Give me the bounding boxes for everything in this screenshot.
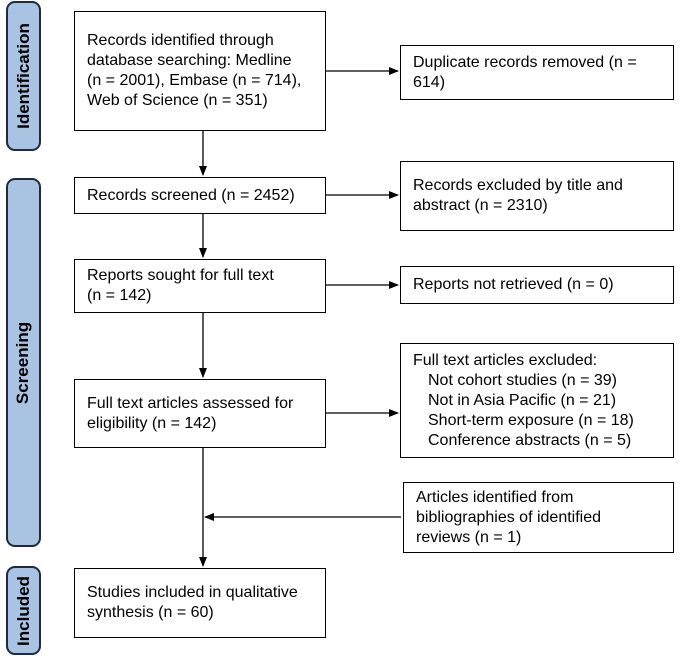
box-line: Full text articles assessed for	[87, 394, 294, 412]
phase-identification: Identification	[6, 1, 41, 151]
box-line: bibliographies of identified	[416, 508, 602, 526]
prisma-flow-diagram: Identification Screening Included	[6, 0, 685, 667]
excluded-reason: Short-term exposure (n = 18)	[428, 411, 634, 429]
box-duplicates-removed: Duplicate records removed (n = 614)	[400, 45, 674, 100]
box-line: (n = 142)	[87, 287, 152, 304]
box-reports-not-retrieved: Reports not retrieved (n = 0)	[400, 266, 674, 304]
box-bibliographies: Articles identified from bibliographies …	[403, 482, 674, 553]
box-line: database searching: Medline	[87, 52, 292, 69]
box-full-text-assessed: Full text articles assessed for eligibil…	[74, 379, 326, 448]
box-line: reviews (n = 1)	[416, 528, 522, 546]
excluded-reason: Not in Asia Pacific (n = 21)	[428, 391, 617, 409]
box-line: Records identified through	[87, 32, 274, 49]
excluded-title: Full text articles excluded:	[413, 351, 598, 369]
box-line: Duplicate records removed (n =	[413, 53, 637, 71]
box-line: 614)	[413, 73, 446, 91]
box-line: Studies included in qualitative	[87, 584, 298, 601]
box-records-excluded: Records excluded by title and abstract (…	[400, 161, 674, 231]
box-line: Records excluded by title and	[413, 177, 623, 194]
box-line: eligibility (n = 142)	[87, 414, 217, 432]
box-records-screened: Records screened (n = 2452)	[74, 177, 326, 214]
phase-screening: Screening	[6, 178, 41, 547]
excluded-reason: Conference abstracts (n = 5)	[428, 431, 632, 449]
box-line: Reports not retrieved (n = 0)	[413, 276, 614, 293]
box-line: synthesis (n = 60)	[87, 604, 214, 621]
box-line: Records screened (n = 2452)	[87, 186, 295, 204]
box-records-identified: Records identified through database sear…	[74, 11, 326, 131]
box-line: Reports sought for full text	[87, 267, 274, 284]
excluded-reason: Not cohort studies (n = 39)	[428, 371, 617, 389]
box-line: Web of Science (n = 351)	[87, 92, 268, 109]
box-reports-sought: Reports sought for full text (n = 142)	[74, 259, 326, 313]
phase-included: Included	[6, 566, 41, 655]
flow-arrows	[199, 67, 401, 567]
box-line: Articles identified from	[416, 488, 574, 506]
box-studies-included: Studies included in qualitative synthesi…	[74, 568, 326, 638]
box-full-text-excluded: Full text articles excluded: Not cohort …	[400, 343, 674, 458]
box-line: abstract (n = 2310)	[413, 197, 548, 214]
box-line: (n = 2001), Embase (n = 714),	[87, 72, 302, 89]
